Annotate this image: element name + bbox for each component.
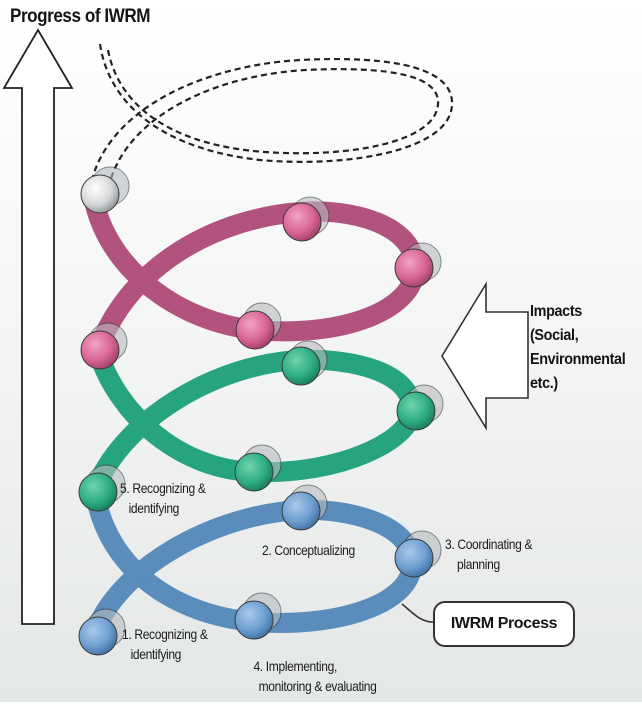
impacts-line: Environmental [530,348,625,372]
page-title: Progress of IWRM [10,6,150,28]
step-4-label: 4. Implementing, monitoring & evaluating [250,656,377,696]
step-3-label: 3. Coordinating & planning [445,534,532,574]
impacts-line: (Social, [530,324,625,348]
impacts-line: etc.) [530,372,625,396]
impacts-label: Impacts (Social, Environmental etc.) [530,300,625,396]
step-2-label: 2. Conceptualizing [262,540,355,560]
iwrm-process-label: IWRM Process [451,615,557,633]
impacts-line: Impacts [530,300,625,324]
step-1-label: 1. Recognizing & identifying [122,624,208,664]
step-5-label: 5. Recognizing & identifying [120,478,206,518]
iwrm-process-box: IWRM Process [433,601,575,647]
